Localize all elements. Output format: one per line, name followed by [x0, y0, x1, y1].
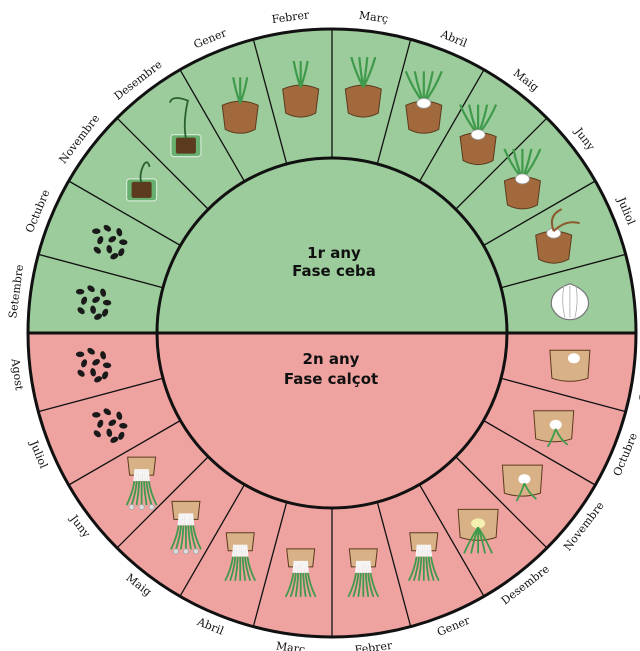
- calcot-stem: [369, 561, 370, 573]
- top-month-label: Febrer: [271, 8, 311, 26]
- calcot-stem: [148, 469, 149, 481]
- calcot-stem: [146, 469, 147, 481]
- top-year-label: 1r any: [307, 244, 361, 262]
- soil-pot: [222, 101, 258, 133]
- calcot-stem: [419, 545, 420, 557]
- calcot-stem: [134, 469, 135, 481]
- calcot-stem: [246, 545, 247, 557]
- flower-head: [183, 549, 188, 554]
- calcot-stem: [417, 545, 418, 557]
- soil-pot: [345, 85, 381, 117]
- top-month-label: Març: [358, 9, 389, 26]
- calcot-stem: [233, 545, 234, 557]
- bulb: [515, 174, 529, 184]
- bottom-month-label: Juliol: [27, 438, 51, 471]
- top-phase-label: Fase ceba: [292, 262, 376, 280]
- calcot-stem: [235, 545, 236, 557]
- flower-head: [193, 549, 198, 554]
- flower-head: [173, 549, 178, 554]
- tray-soil: [132, 182, 152, 198]
- seed: [92, 412, 100, 418]
- bottom-month-label: Agost: [9, 357, 26, 392]
- calcot-stem: [359, 561, 360, 573]
- top-month-label: Abril: [438, 27, 470, 50]
- calcot-stem: [181, 513, 182, 525]
- tray-soil: [176, 138, 196, 154]
- calcot-stem: [179, 513, 180, 525]
- calcot-stem: [305, 561, 306, 573]
- top-month-label: Setembre: [6, 264, 26, 319]
- bottom-month-label: Abril: [194, 615, 226, 638]
- bottom-sector-0-illustration: [550, 350, 590, 381]
- bottom-year-label: 2n any: [303, 350, 360, 368]
- calcot-stem: [356, 561, 357, 573]
- seed: [76, 352, 84, 358]
- top-sector-9-illustration: [504, 149, 540, 209]
- bottom-month-label: Març: [275, 639, 306, 651]
- top-month-label: Juliol: [614, 194, 638, 227]
- calcot-stem: [307, 561, 308, 573]
- flower-head: [139, 505, 144, 510]
- flower-head: [129, 505, 134, 510]
- soil-pot: [283, 85, 319, 117]
- seed: [76, 289, 84, 295]
- calcot-stem: [137, 469, 138, 481]
- bottom-month-label: Febrer: [354, 639, 394, 651]
- calcot-stem: [428, 545, 429, 557]
- bulb: [568, 353, 580, 363]
- top-sector-8-illustration: [460, 105, 496, 165]
- bulb: [471, 518, 485, 528]
- bulb: [550, 420, 562, 430]
- flower-head: [149, 505, 154, 510]
- seed: [92, 228, 100, 234]
- bulb: [417, 98, 431, 108]
- calcot-stem: [192, 513, 193, 525]
- calcot-stem: [430, 545, 431, 557]
- calcot-stem: [367, 561, 368, 573]
- bulb: [471, 130, 485, 140]
- calcot-stem: [190, 513, 191, 525]
- bulb: [518, 474, 530, 484]
- calcot-stem: [294, 561, 295, 573]
- calcot-stem: [296, 561, 297, 573]
- bottom-phase-label: Fase calçot: [284, 370, 378, 388]
- calcot-stem: [244, 545, 245, 557]
